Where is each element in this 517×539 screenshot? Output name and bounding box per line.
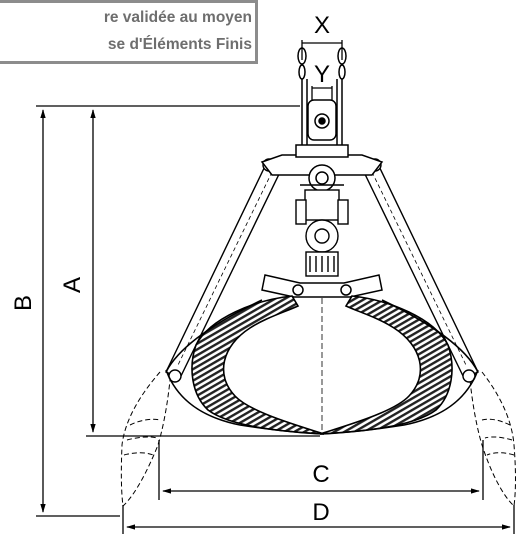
dimension-label-a: A: [59, 277, 86, 293]
fea-note-line-1: re validée au moyen: [103, 9, 252, 26]
dimension-label-d: D: [312, 499, 329, 526]
open-jaw-left: [120, 371, 171, 508]
open-jaw-right: [469, 371, 516, 508]
lower-head: [261, 274, 383, 298]
dimension-lines: [36, 40, 515, 534]
central-column: [295, 189, 349, 277]
suspension-chains: [297, 47, 347, 150]
upper-head: [260, 144, 384, 192]
dimension-label-x: X: [314, 12, 330, 39]
dimension-label-c: C: [312, 461, 329, 488]
fea-note-line-2: se d'Éléments Finis: [107, 36, 252, 53]
closed-jaw-left: [165, 295, 325, 435]
closed-jaw-right: [319, 295, 479, 435]
dimension-label-y: Y: [314, 61, 330, 88]
dimension-label-b: B: [10, 295, 37, 311]
fea-note-box: re validée au moyen se d'Éléments Finis: [0, 0, 258, 64]
